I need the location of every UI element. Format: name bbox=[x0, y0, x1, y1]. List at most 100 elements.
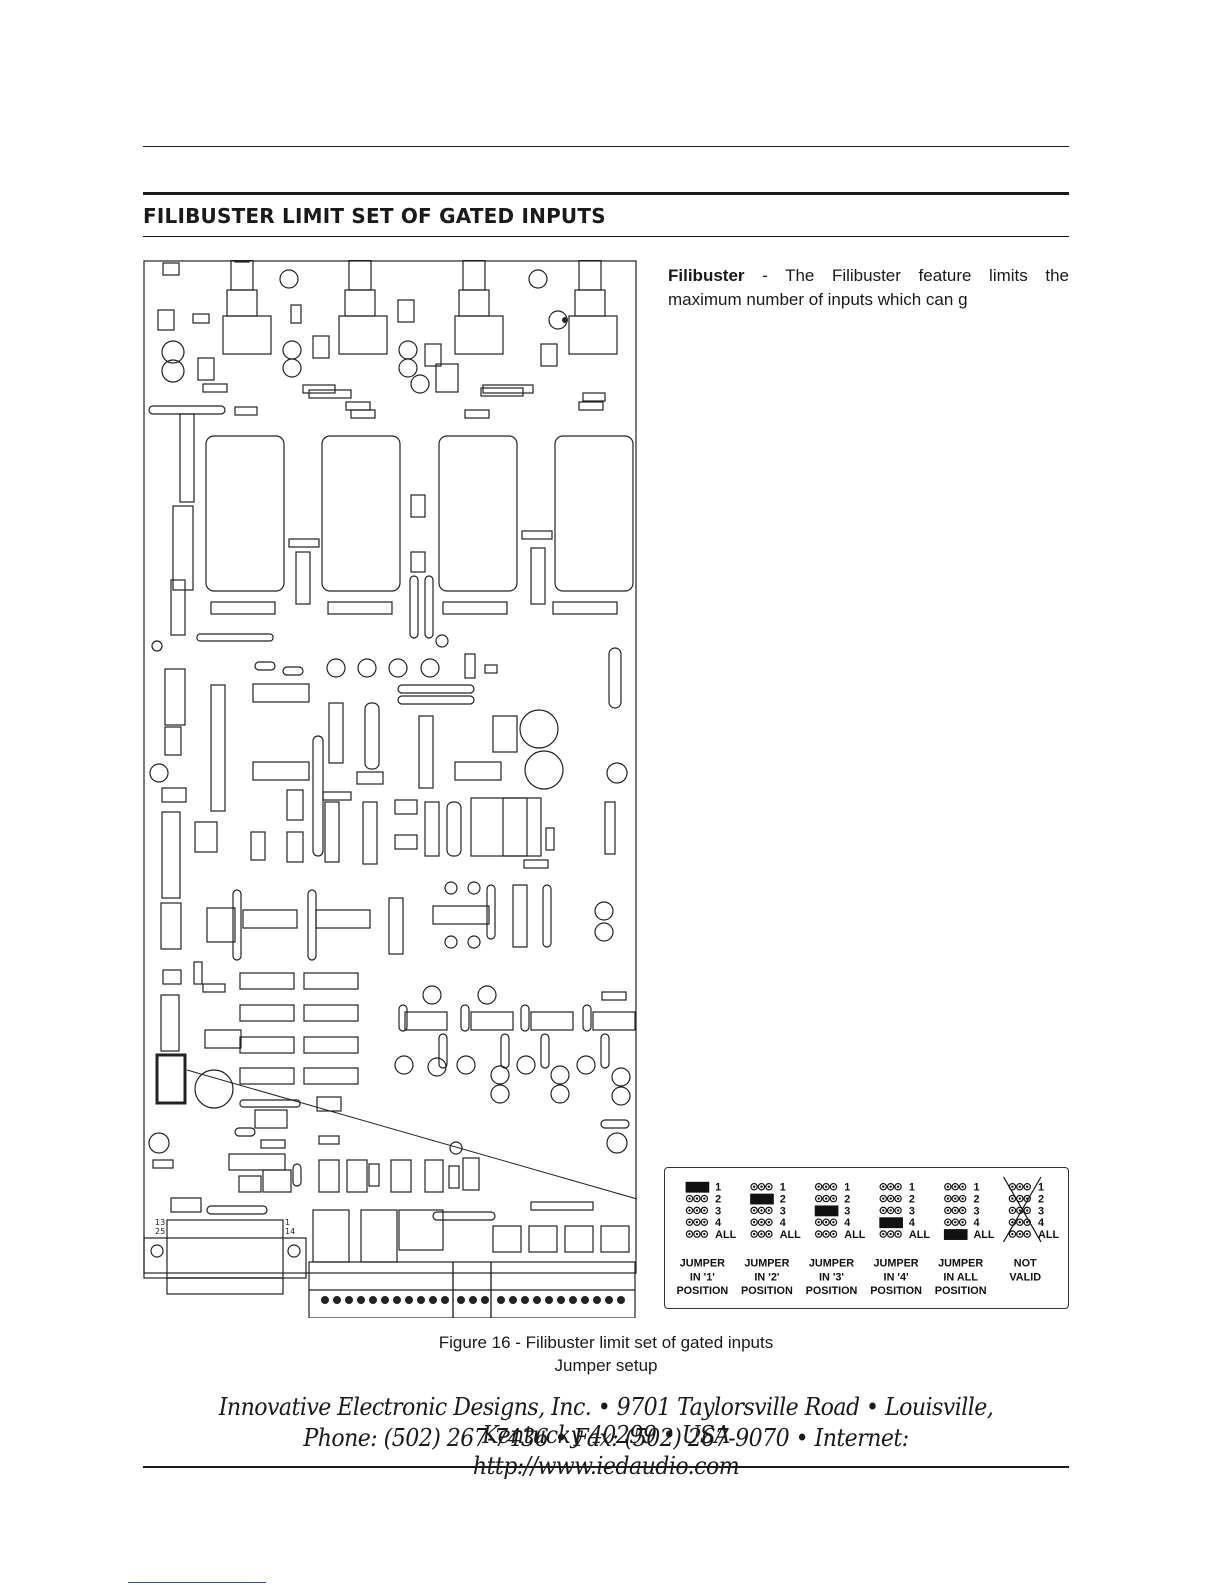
jumper-pin-center bbox=[695, 1197, 699, 1200]
jumper-pin bbox=[1008, 1206, 1017, 1215]
jumper-pin bbox=[765, 1230, 773, 1238]
section-title: FILIBUSTER LIMIT SET OF GATED INPUTS bbox=[143, 204, 606, 228]
jumper-caption-line: POSITION bbox=[741, 1285, 793, 1297]
jumper-pin-center bbox=[695, 1232, 699, 1236]
jumper-caption-line: POSITION bbox=[676, 1285, 728, 1297]
jumper-row-label: 4 bbox=[780, 1217, 786, 1229]
jumper-caption-line: JUMPER bbox=[680, 1258, 725, 1270]
jumper-pin bbox=[700, 1230, 709, 1238]
jumper-pin bbox=[685, 1218, 694, 1226]
jumper-caption-line: JUMPER bbox=[938, 1258, 983, 1270]
jumper-row-label: 4 bbox=[844, 1217, 850, 1229]
jumper-pin-center bbox=[817, 1232, 820, 1236]
jumper-caption-line: IN '1' bbox=[690, 1271, 715, 1283]
jumper-pin bbox=[750, 1218, 758, 1226]
jumper-pin bbox=[951, 1206, 959, 1215]
jumper-pin-center bbox=[760, 1209, 763, 1212]
jumper-pin bbox=[1016, 1230, 1024, 1238]
jumper-pin bbox=[879, 1230, 888, 1238]
jumper-pin-center bbox=[946, 1209, 950, 1212]
jumper-row-label: 4 bbox=[909, 1217, 915, 1229]
footer-address: Innovative Electronic Designs, Inc. • 97… bbox=[218, 1393, 994, 1449]
jumper-pin-center bbox=[817, 1185, 820, 1188]
intro-paragraph: Filibuster - The Filibuster feature limi… bbox=[668, 264, 1069, 312]
jumper-pin-center bbox=[767, 1221, 771, 1224]
jumper-row-label: 1 bbox=[715, 1182, 721, 1194]
jumper-pin bbox=[765, 1218, 773, 1226]
jumper-pin-center bbox=[954, 1185, 957, 1188]
jumper-pin-center bbox=[954, 1197, 957, 1200]
jumper-pin-center bbox=[752, 1185, 756, 1188]
jumper-caption-line: POSITION bbox=[870, 1285, 922, 1297]
jumper-row-label: 1 bbox=[1038, 1182, 1044, 1194]
jumper-caption-line: NOT bbox=[1014, 1258, 1037, 1270]
jumper-row-label: ALL bbox=[1038, 1229, 1059, 1241]
jumper-pin-center bbox=[688, 1209, 691, 1212]
jumper-pin-center bbox=[688, 1221, 691, 1224]
jumper-block bbox=[685, 1181, 710, 1193]
header-rule bbox=[143, 146, 1069, 147]
jumper-pin bbox=[750, 1182, 758, 1191]
jumper-pin-center bbox=[703, 1197, 706, 1200]
jumper-pin-center bbox=[896, 1185, 900, 1188]
jumper-pin-center bbox=[752, 1221, 756, 1224]
jumper-row-label: 2 bbox=[909, 1194, 915, 1206]
jumper-row-label: 2 bbox=[973, 1194, 979, 1206]
section-top-rule bbox=[143, 192, 1069, 195]
jumper-pin bbox=[1016, 1218, 1024, 1226]
jumper-pin bbox=[693, 1206, 701, 1215]
jumper-row-label: ALL bbox=[780, 1229, 801, 1241]
jumper-pin-center bbox=[695, 1209, 699, 1212]
jumper-pin bbox=[822, 1230, 830, 1238]
jumper-row-label: 3 bbox=[973, 1205, 979, 1217]
jumper-pin-center bbox=[688, 1232, 691, 1236]
jumper-pin bbox=[814, 1194, 823, 1203]
jumper-pin bbox=[829, 1218, 838, 1226]
figure-caption-line2: Jumper setup bbox=[554, 1356, 658, 1375]
jumper-pin-center bbox=[889, 1197, 892, 1200]
jumper-row-label: 2 bbox=[1038, 1194, 1044, 1206]
jumper-pin-center bbox=[752, 1232, 756, 1236]
jumper-pin bbox=[951, 1218, 959, 1226]
footer-rule bbox=[143, 1466, 1069, 1468]
jumper-pin-center bbox=[1011, 1221, 1014, 1224]
jumper-row-label: 2 bbox=[780, 1194, 786, 1206]
jumper-pin-center bbox=[946, 1197, 950, 1200]
jumper-pin-center bbox=[767, 1232, 771, 1236]
jumper-pin bbox=[886, 1194, 895, 1203]
jumper-pin bbox=[822, 1218, 830, 1226]
jumper-pin bbox=[693, 1230, 701, 1238]
jumper-pin bbox=[944, 1218, 952, 1226]
jumper-pin-center bbox=[882, 1185, 885, 1188]
jumper-pin bbox=[757, 1206, 766, 1215]
jumper-row-label: 3 bbox=[715, 1205, 721, 1217]
jumper-caption-line: JUMPER bbox=[874, 1258, 919, 1270]
jumper-pin-center bbox=[946, 1221, 950, 1224]
jumper-pin-center bbox=[1018, 1221, 1021, 1224]
jumper-pin-center bbox=[695, 1221, 699, 1224]
figure-caption-line1: Figure 16 - Filibuster limit set of gate… bbox=[438, 1333, 774, 1352]
pcb-label-13: 13 bbox=[155, 1218, 165, 1227]
jumper-caption-line: VALID bbox=[1009, 1271, 1041, 1283]
jumper-block bbox=[879, 1217, 903, 1229]
jumper-pin bbox=[951, 1194, 959, 1203]
jumper-pin-center bbox=[961, 1209, 964, 1212]
jumper-pin-center bbox=[760, 1232, 763, 1236]
jumper-pin bbox=[757, 1218, 766, 1226]
jumper-pin bbox=[894, 1206, 902, 1215]
jumper-pin-center bbox=[961, 1221, 964, 1224]
footer-contact: Phone: (502) 267-7436 • Fax: (502) 267-9… bbox=[303, 1424, 909, 1480]
jumper-pin bbox=[693, 1218, 701, 1226]
jumper-pin-center bbox=[1018, 1209, 1021, 1212]
jumper-pin-center bbox=[703, 1221, 706, 1224]
jumper-caption-line: IN '3' bbox=[819, 1271, 844, 1283]
jumper-pin-center bbox=[1026, 1221, 1029, 1224]
jumper-row-label: 1 bbox=[844, 1182, 850, 1194]
jumper-pin bbox=[886, 1230, 895, 1238]
jumper-pin-center bbox=[946, 1185, 950, 1188]
jumper-pin-center bbox=[954, 1209, 957, 1212]
jumper-pin-center bbox=[1011, 1232, 1014, 1236]
